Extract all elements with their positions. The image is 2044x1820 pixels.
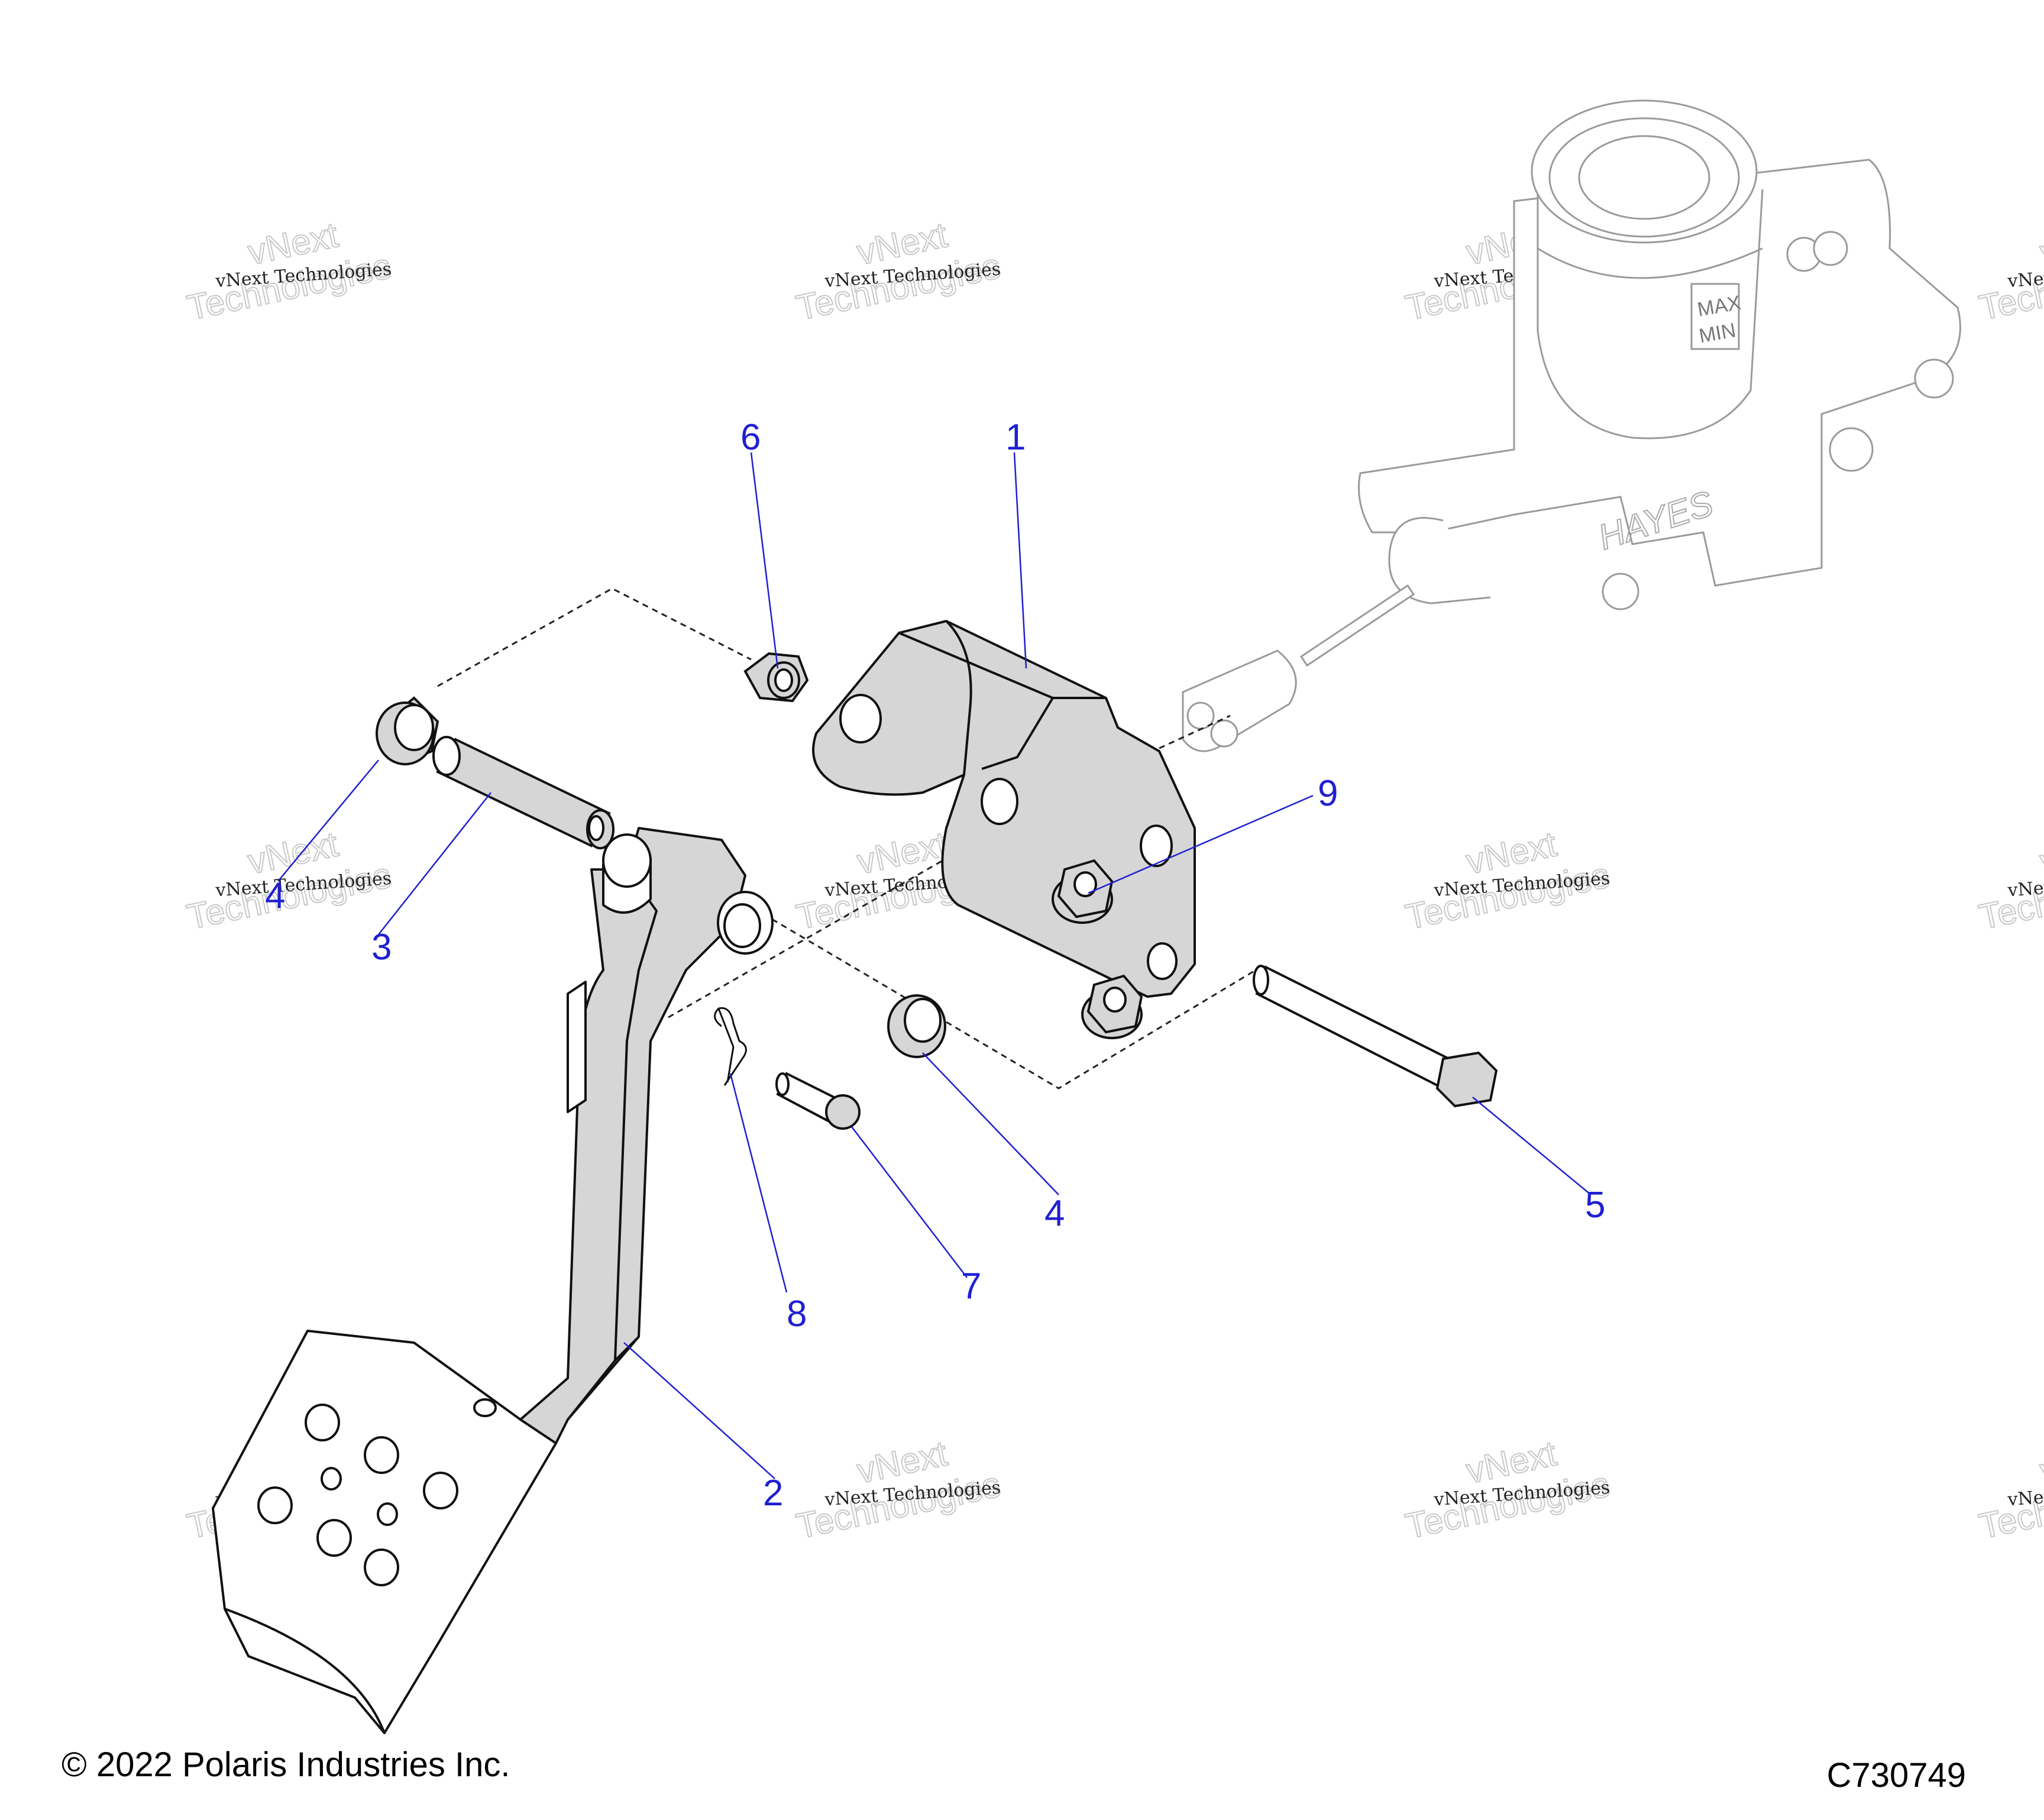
callout-6: 6 (740, 417, 761, 458)
pedal-bracket (812, 620, 1196, 998)
callout-2: 2 (763, 1473, 783, 1514)
bushing-right (887, 994, 946, 1058)
brake-pedal (212, 827, 774, 1734)
watermark-big-top: vNext (2036, 824, 2044, 881)
copyright-notice: © 2022 Polaris Industries Inc. (62, 1745, 510, 1784)
watermark-small: vNext Technologies (2006, 259, 2044, 292)
watermark-big-top: vNext (2036, 1433, 2044, 1491)
callout-9: 9 (1318, 773, 1338, 814)
watermark-small: vNext Technologies (2006, 868, 2044, 901)
callout-4a: 4 (265, 875, 285, 916)
hair-pin-clip (714, 1007, 747, 1086)
callout-3: 3 (371, 927, 392, 968)
assembly-lines (437, 587, 1266, 1090)
master-cylinder: MAX MIN HAYES (1182, 99, 1961, 752)
watermark-big-top: vNext (2036, 215, 2044, 272)
leader-lines (277, 452, 1592, 1479)
figure-id: C730749 (1826, 1756, 1966, 1795)
clevis-pin (775, 1072, 861, 1130)
pivot-bolt (1253, 965, 1498, 1108)
pivot-sleeve (432, 736, 615, 849)
watermark-small: vNext Technologies (2006, 1478, 2044, 1511)
hex-nut (743, 652, 809, 703)
callout-8: 8 (787, 1294, 807, 1334)
bushing-left (376, 696, 439, 765)
callout-1: 1 (1005, 417, 1026, 458)
callout-4b: 4 (1044, 1193, 1065, 1234)
flange-nut-upper (1052, 859, 1114, 924)
flange-nut-lower (1081, 974, 1143, 1039)
callout-7: 7 (961, 1266, 981, 1307)
callout-5: 5 (1585, 1185, 1605, 1226)
callouts: 1 2 3 4 4 5 6 7 8 9 (265, 417, 1605, 1514)
